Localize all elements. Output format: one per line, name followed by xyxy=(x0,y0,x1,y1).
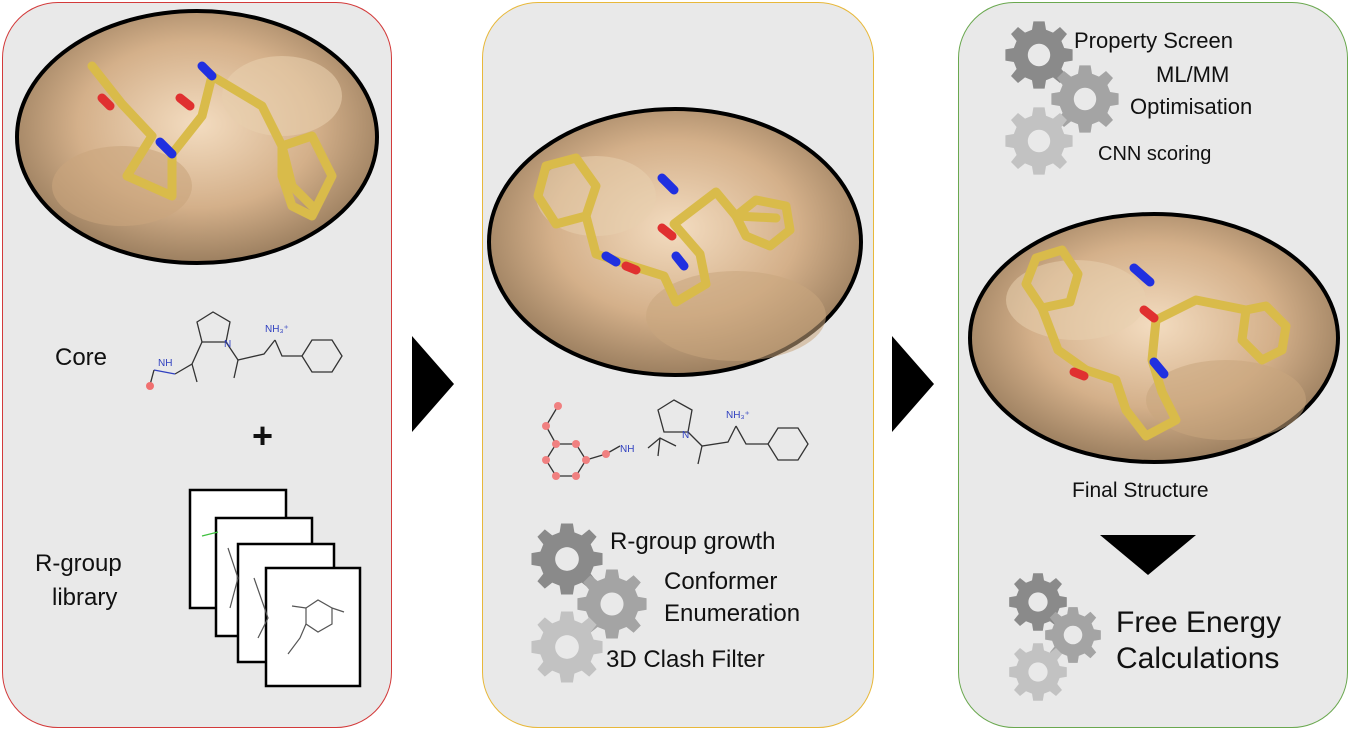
gear-icon xyxy=(1004,106,1074,176)
free-energy-line1: Free Energy xyxy=(1116,606,1282,639)
step-property-screen: Property Screen xyxy=(1074,28,1233,53)
grown-structure-drawing: NH N NH₃⁺ xyxy=(542,399,809,480)
step-enumeration: Enumeration xyxy=(664,600,801,627)
amine-label: NH₃⁺ xyxy=(265,324,289,335)
protein-pocket-image xyxy=(968,212,1340,464)
rgroup-library-label-line1: R-group xyxy=(35,550,122,577)
gear-icon xyxy=(530,610,604,684)
step-rgroup-growth: R-group growth xyxy=(610,528,776,555)
core-label: Core xyxy=(55,344,108,371)
rgroup-library-label-line2: library xyxy=(52,584,118,611)
free-energy-line2: Calculations xyxy=(1116,642,1280,675)
gear-icon xyxy=(1008,642,1068,702)
triangle-arrow-icon xyxy=(892,336,934,432)
step-ml-mm: ML/MM xyxy=(1156,62,1230,87)
triangle-arrow-icon xyxy=(1100,535,1196,575)
step-conformer: Conformer xyxy=(664,568,778,595)
amide-n-label: NH xyxy=(620,444,634,455)
amine-label: NH₃⁺ xyxy=(726,410,750,421)
step-cnn-scoring: CNN scoring xyxy=(1098,143,1212,165)
step-optimisation: Optimisation xyxy=(1130,94,1253,119)
amide-n-label: NH xyxy=(158,358,172,369)
core-structure-drawing: NH₃⁺ N NH xyxy=(146,311,343,390)
document-stack-icon xyxy=(188,488,362,688)
protein-pocket-image xyxy=(15,9,379,265)
ring-n-label: N xyxy=(224,339,231,350)
triangle-arrow-icon xyxy=(412,336,454,432)
protein-pocket-image xyxy=(487,107,863,377)
plus-sign: + xyxy=(252,415,274,456)
final-structure-label: Final Structure xyxy=(1072,479,1209,502)
ring-n-label: N xyxy=(682,430,689,441)
step-3d-clash-filter: 3D Clash Filter xyxy=(606,646,765,673)
